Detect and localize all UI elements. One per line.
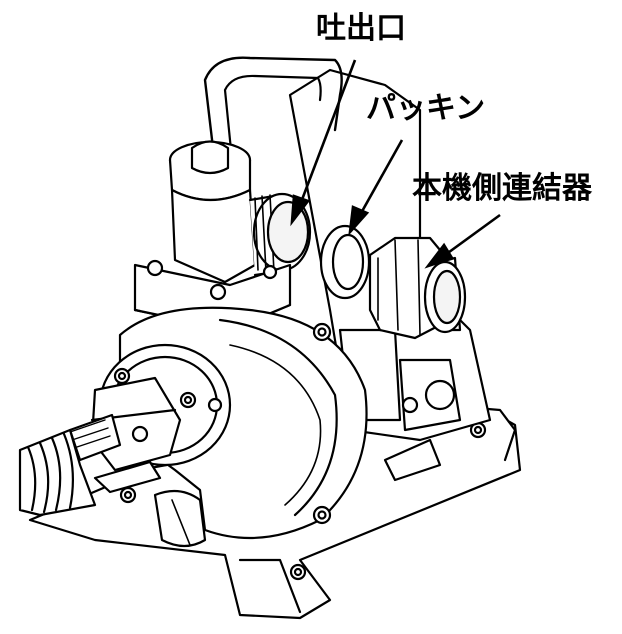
outlet-label: 吐出口	[316, 11, 406, 46]
suction-connector	[68, 376, 182, 494]
outlet-arrowhead	[290, 194, 311, 227]
drain-plug	[153, 489, 207, 548]
hose-coupling	[368, 236, 467, 340]
gasket-ring	[319, 224, 371, 300]
priming-cap	[168, 140, 252, 202]
connector-label: 本機側連結器	[412, 171, 592, 206]
connector-leader-line	[444, 213, 501, 257]
outlet-leader-line	[298, 59, 357, 206]
connector-arrowhead	[424, 242, 454, 269]
suction-hose	[18, 428, 97, 517]
carry-handle	[203, 56, 343, 167]
gasket-leader-line	[358, 139, 404, 216]
gasket-arrowhead	[348, 205, 370, 236]
leader-lines	[290, 59, 501, 269]
gasket-label: パッキン	[366, 91, 486, 126]
outlet-neck	[170, 188, 312, 284]
